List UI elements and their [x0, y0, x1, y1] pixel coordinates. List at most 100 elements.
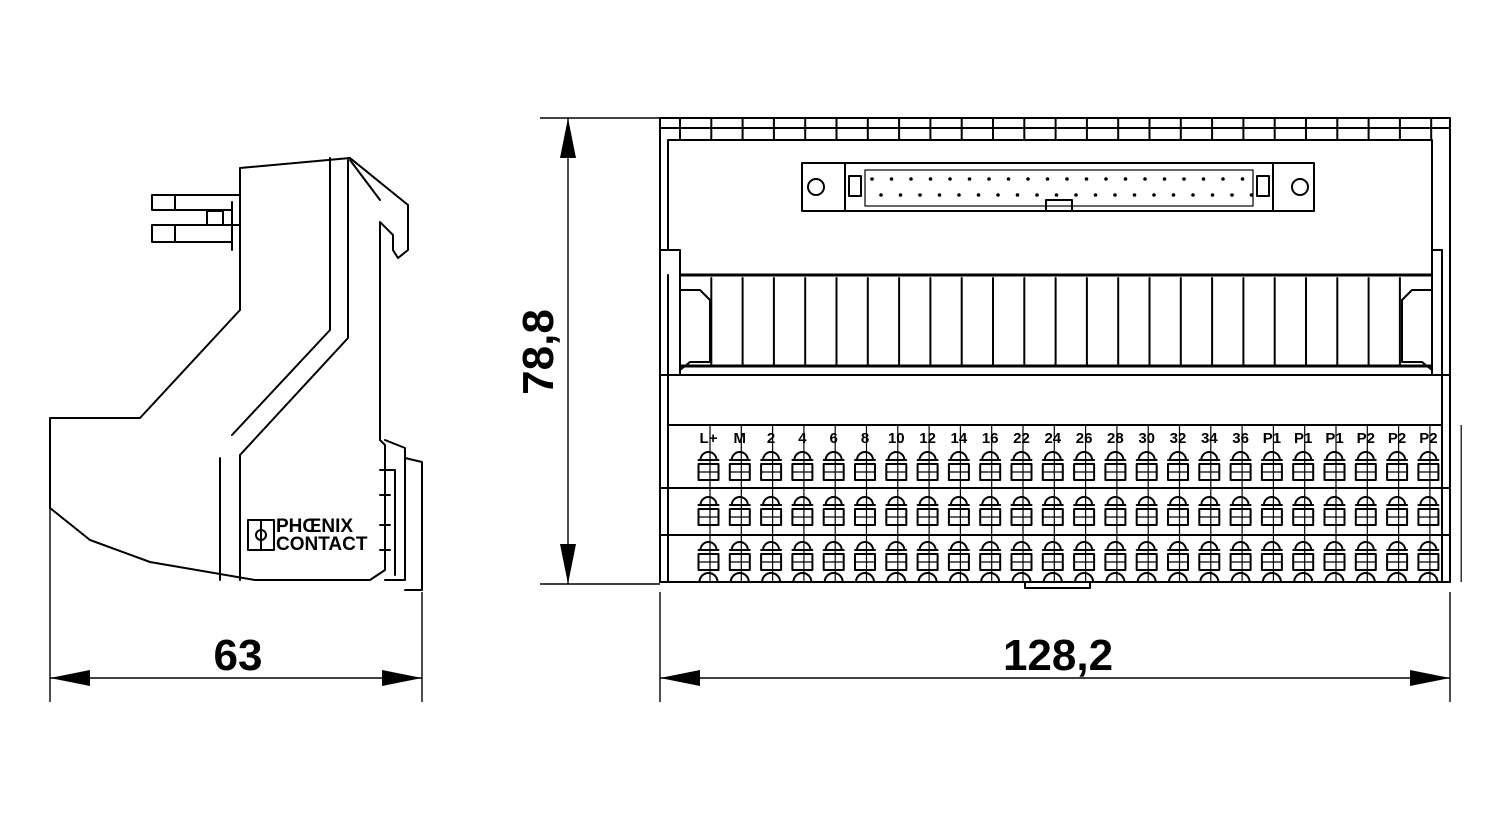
- terminal-screw: [1073, 541, 1096, 571]
- screw-head: [1262, 451, 1281, 461]
- bottom-screw: [1418, 572, 1439, 583]
- connector-pin: [1191, 193, 1195, 197]
- terminal-screw: [1260, 496, 1283, 526]
- connector-pin: [1113, 193, 1117, 197]
- connector-pin: [1035, 193, 1039, 197]
- terminal-label: 16: [982, 430, 999, 447]
- screw-head: [1169, 451, 1187, 461]
- screw-head: [1012, 496, 1031, 506]
- screw-head: [887, 496, 906, 506]
- logo-line-2: CONTACT: [276, 534, 368, 555]
- screw-head: [1231, 451, 1250, 461]
- terminal-label: 30: [1138, 430, 1155, 447]
- bottom-screw: [1230, 572, 1251, 583]
- screw-head: [1356, 541, 1375, 551]
- side-housing-outline: [49, 157, 409, 581]
- bottom-screw: [792, 572, 813, 583]
- bottom-screw: [1355, 572, 1376, 583]
- screw-head: [824, 496, 843, 506]
- terminal-blocks: [697, 451, 1440, 583]
- dimension-label-63: 63: [214, 631, 263, 680]
- screw-head: [762, 541, 781, 551]
- terminal-screw: [1260, 451, 1283, 481]
- side-view: PHŒNIX CONTACT: [49, 157, 423, 591]
- terminal-screw: [885, 496, 908, 526]
- bottom-screw: [1293, 572, 1314, 583]
- screw-head: [1137, 496, 1156, 506]
- screw-head: [1231, 496, 1250, 506]
- connector-pin: [948, 177, 952, 181]
- connector-pin: [1104, 177, 1108, 181]
- screw-head: [981, 496, 1000, 506]
- screw-head: [1388, 541, 1407, 551]
- terminal-screw: [854, 496, 876, 526]
- bottom-screw: [729, 572, 750, 583]
- connector-pin: [1249, 193, 1254, 197]
- terminal-screw: [1041, 541, 1064, 571]
- phoenix-contact-logo: PHŒNIX CONTACT: [247, 516, 368, 555]
- terminal-screw: [885, 541, 908, 571]
- dimension-label-78-8: 78,8: [514, 309, 563, 395]
- terminal-screw: [1323, 451, 1346, 481]
- mid-slot-dividers: [710, 277, 1401, 367]
- screw-head: [1106, 541, 1125, 551]
- bottom-screw: [1387, 572, 1408, 583]
- terminal-screw: [1417, 496, 1440, 526]
- terminal-label: 12: [919, 430, 936, 447]
- connector-pin: [1182, 177, 1186, 181]
- connector-pin: [909, 177, 913, 181]
- screw-head: [1137, 541, 1156, 551]
- dimension-width-side: 63: [49, 505, 423, 702]
- connector-pin: [898, 193, 903, 197]
- screw-head: [699, 541, 718, 551]
- connector-pin: [879, 193, 883, 197]
- terminal-screw: [1260, 541, 1283, 571]
- terminal-screw: [1417, 541, 1440, 571]
- terminal-label: 10: [888, 430, 905, 447]
- terminal-screw: [1010, 451, 1033, 481]
- terminal-dividers: [709, 425, 1462, 582]
- terminal-screw: [791, 451, 814, 481]
- screw-head: [699, 451, 718, 461]
- screw-head: [1200, 451, 1219, 461]
- screw-head: [793, 541, 812, 551]
- terminal-screw: [1010, 496, 1033, 526]
- terminal-screw: [728, 496, 751, 526]
- dimension-label-128-2: 128,2: [1003, 631, 1113, 680]
- screw-head: [1294, 541, 1313, 551]
- connector-pin: [928, 177, 933, 181]
- screw-head: [856, 496, 874, 506]
- bottom-screw: [1074, 572, 1095, 583]
- screw-head: [856, 541, 874, 551]
- screw-head: [1075, 451, 1094, 461]
- connector-pin: [1152, 193, 1156, 197]
- connector-pin: [1084, 177, 1089, 181]
- bottom-screw: [1324, 572, 1345, 583]
- connector-pin: [1123, 177, 1128, 181]
- terminal-label: 32: [1170, 430, 1187, 447]
- bottom-screw: [1199, 572, 1220, 583]
- top-slot-dividers: [679, 117, 1433, 141]
- screw-head: [1419, 541, 1438, 551]
- screw-head: [918, 541, 937, 551]
- terminal-screw: [1354, 541, 1377, 571]
- terminal-screw: [1198, 541, 1221, 571]
- screw-head: [887, 541, 906, 551]
- terminal-screw: [979, 541, 1002, 571]
- connector-pin: [1171, 193, 1176, 197]
- terminal-label: 4: [798, 430, 807, 447]
- screw-head: [981, 541, 1000, 551]
- connector-pin: [1210, 193, 1215, 197]
- bottom-screw: [823, 572, 844, 583]
- terminal-label: L+: [700, 430, 718, 447]
- terminal-screw: [728, 451, 751, 481]
- screw-head: [949, 541, 968, 551]
- terminal-screw: [1135, 496, 1158, 526]
- screw-head: [1200, 496, 1219, 506]
- screw-head: [730, 496, 749, 506]
- connector-pin: [1230, 193, 1234, 197]
- terminal-screw: [1292, 541, 1315, 571]
- terminal-screw: [760, 541, 783, 571]
- terminal-screw: [1229, 496, 1252, 526]
